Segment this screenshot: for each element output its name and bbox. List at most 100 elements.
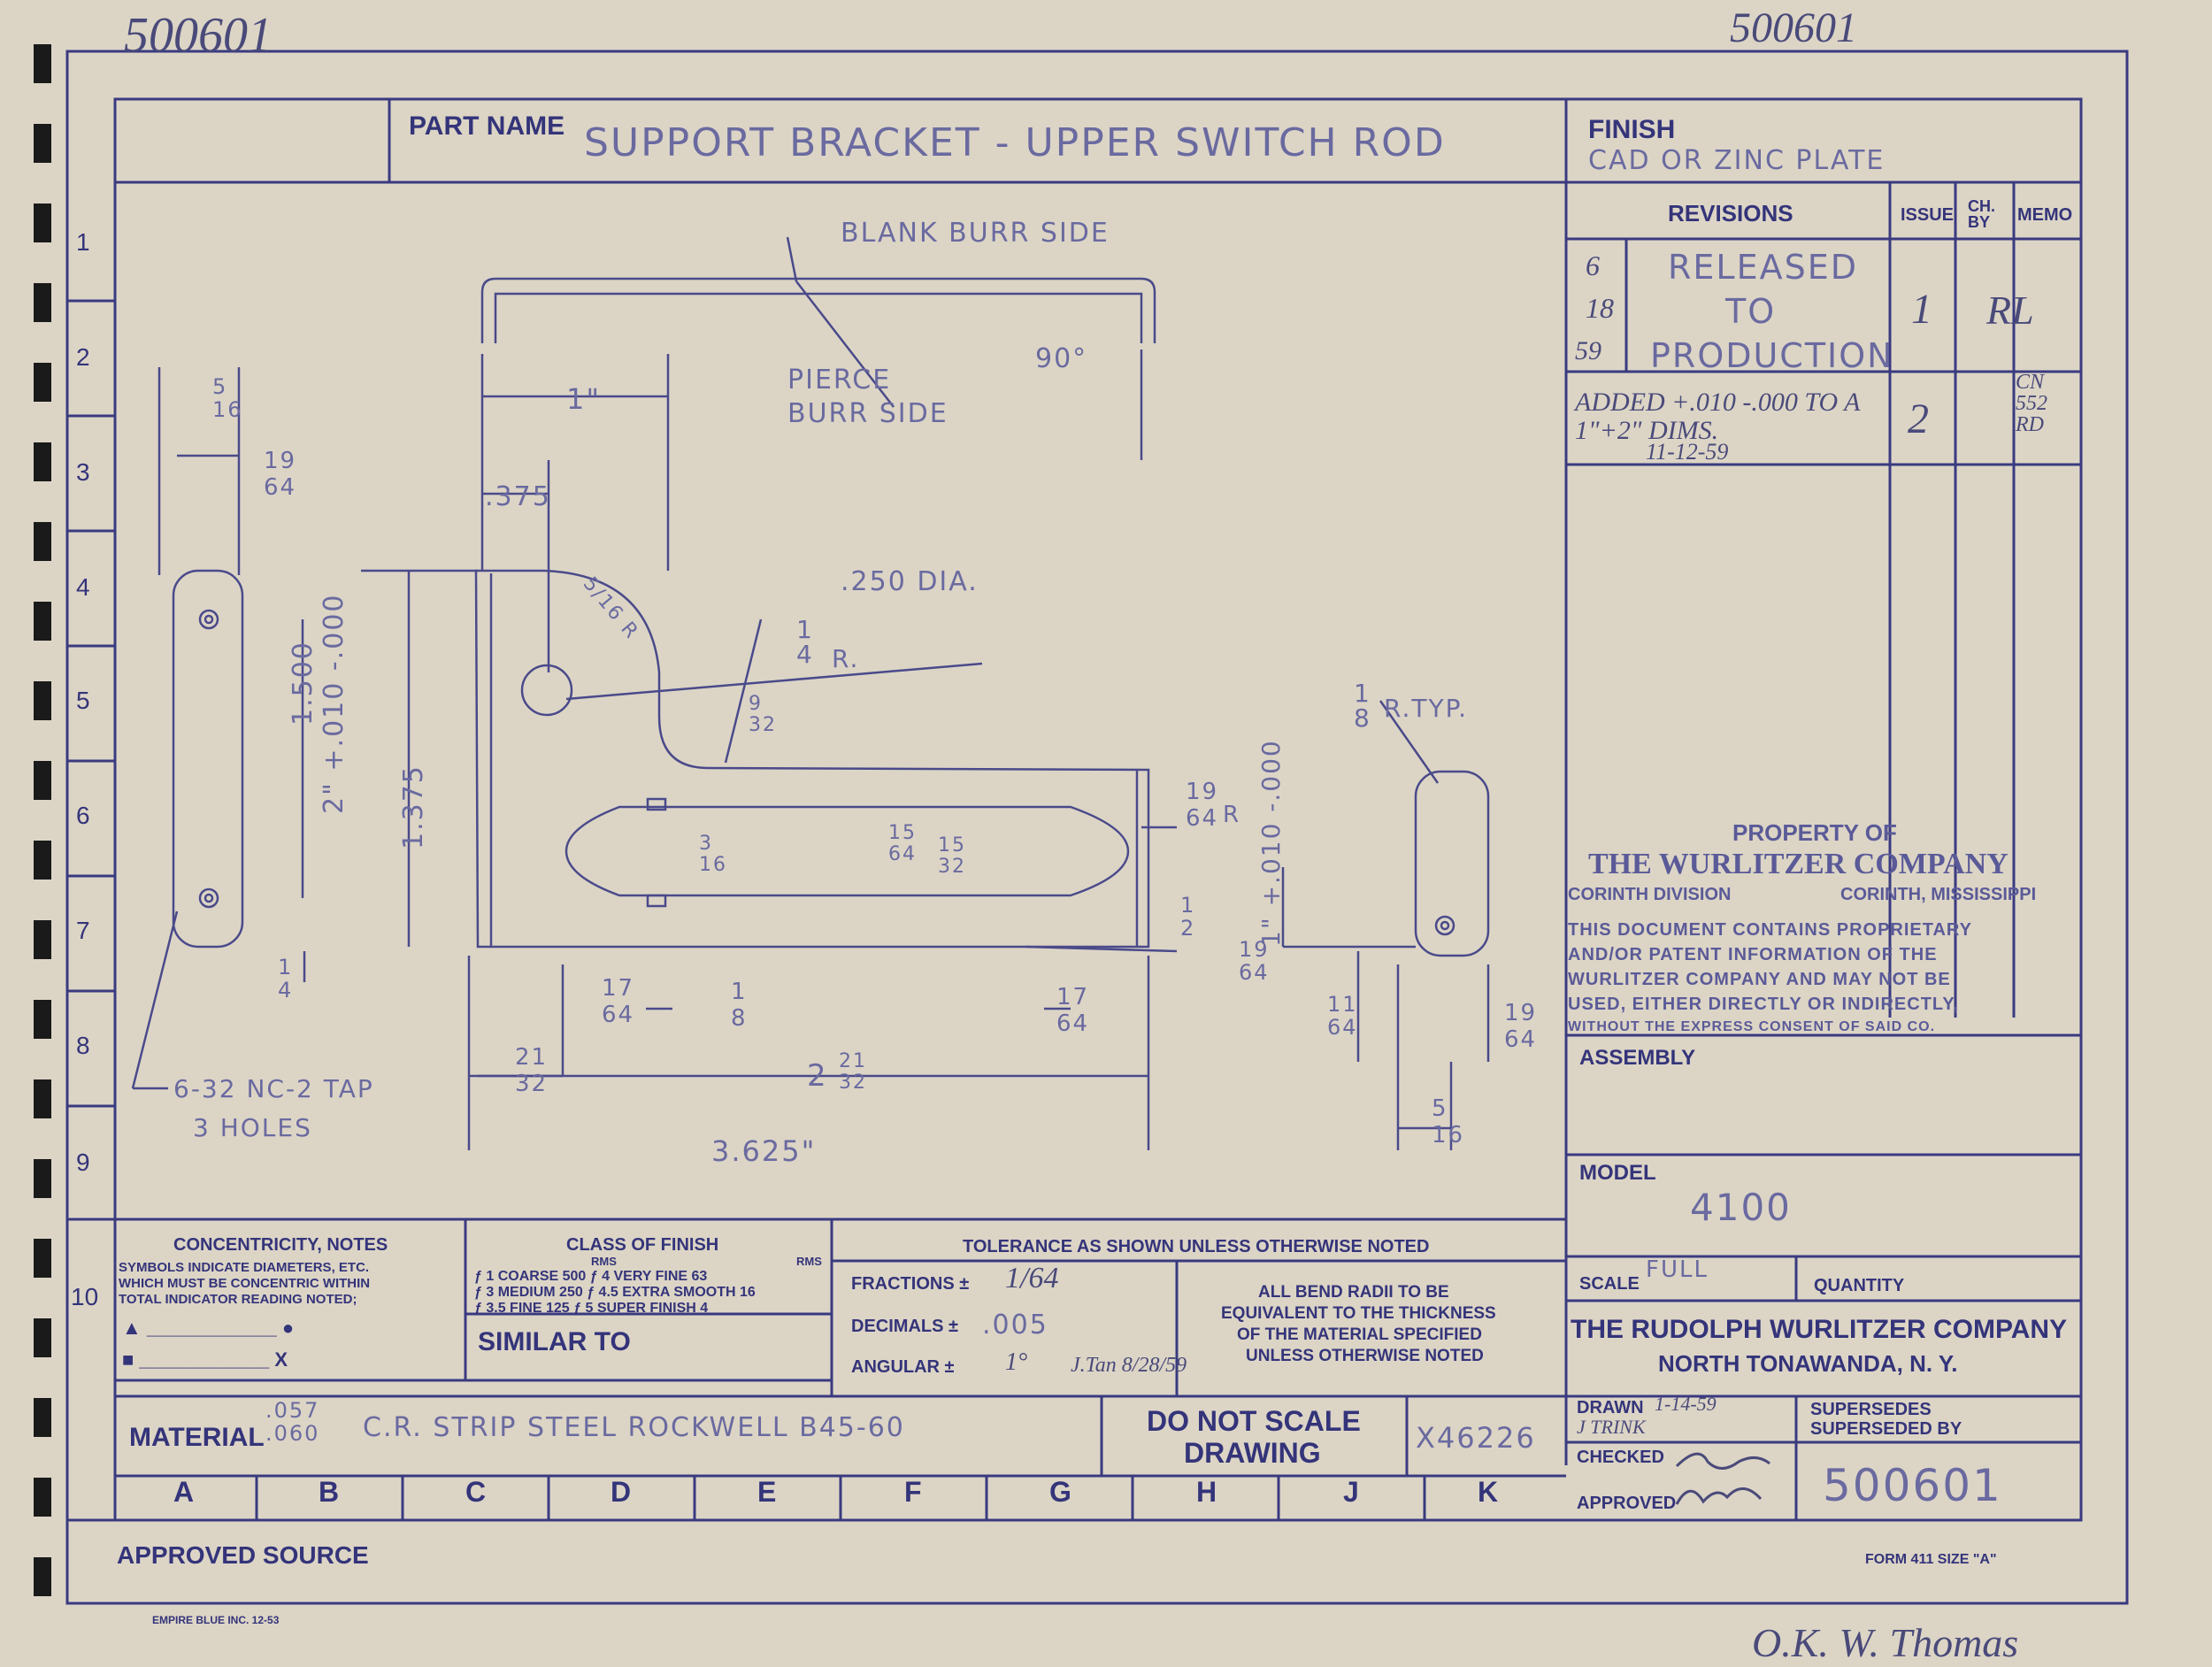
- do-not-scale: DO NOT SCALE: [1147, 1405, 1361, 1437]
- property-location: CORINTH, MISSISSIPPI: [1840, 885, 2037, 904]
- grid-row-label: 3: [76, 458, 90, 486]
- pierce-burr-label: PIERCE: [787, 365, 892, 396]
- rev2-text: ADDED +.010 -.000 TO A: [1575, 388, 1861, 417]
- rev1-text: PRODUCTION: [1650, 336, 1894, 375]
- binding-hole: [34, 522, 51, 561]
- tap-note: 3 HOLES: [193, 1113, 312, 1142]
- angular-note: J.Tan 8/28/59: [1071, 1354, 1187, 1377]
- scale-label: SCALE: [1579, 1274, 1640, 1294]
- rev1-issue: 1: [1911, 286, 1932, 333]
- binding-hole: [34, 1398, 51, 1437]
- binding-hole: [34, 124, 51, 163]
- grid-row-label: 4: [76, 573, 90, 601]
- grid-row-label: 6: [76, 802, 90, 829]
- part-name-value: SUPPORT BRACKET - UPPER SWITCH ROD: [584, 120, 1446, 165]
- drawing-number-left: 500601: [124, 8, 273, 63]
- angular-value: 1°: [1005, 1348, 1028, 1376]
- binding-hole: [34, 283, 51, 322]
- triangle-icon: ▲ ____________ ●: [122, 1317, 295, 1339]
- material-thickness: .057: [265, 1398, 320, 1423]
- ch-by-header: CH. BY: [1968, 197, 1995, 231]
- finish-row: ƒ 3 MEDIUM 250 ƒ 4.5 EXTRA SMOOTH 16: [474, 1285, 756, 1300]
- finish-row: ƒ 1 COARSE 500 ƒ 4 VERY FINE 63: [474, 1269, 708, 1284]
- bend-note: OF THE MATERIAL SPECIFIED: [1237, 1325, 1482, 1344]
- memo-header: MEMO: [2017, 205, 2073, 225]
- property-division: CORINTH DIVISION: [1568, 885, 1732, 904]
- ok-signature: O.K. W. Thomas: [1752, 1620, 2019, 1665]
- grid-column-label: D: [611, 1476, 632, 1508]
- angle-90-label: 90°: [1035, 343, 1088, 374]
- grid-row-label: 9: [76, 1148, 90, 1176]
- square-icon: ■ ____________ X: [122, 1348, 288, 1371]
- dim-2-21-32: 2: [807, 1058, 828, 1094]
- property-company: THE WURLITZER COMPANY: [1588, 848, 2008, 880]
- rev1-date-day: 18: [1586, 292, 1614, 324]
- binding-hole: [34, 1000, 51, 1039]
- concentricity-text: TOTAL INDICATOR READING NOTED;: [119, 1292, 357, 1307]
- grid-column-label: K: [1478, 1476, 1499, 1508]
- form-label: FORM 411 SIZE "A": [1865, 1552, 1997, 1567]
- model-value: 4100: [1690, 1186, 1792, 1229]
- rev2-memo: CN 552 RD: [2016, 371, 2047, 436]
- supersedes-label: SUPERSEDES: [1810, 1400, 1932, 1419]
- bend-note: EQUIVALENT TO THE THICKNESS: [1221, 1304, 1496, 1323]
- grid-row-label: 1: [76, 228, 90, 256]
- grid-column-label: F: [904, 1476, 922, 1508]
- grid-column-label: H: [1196, 1476, 1217, 1508]
- binding-hole: [34, 1318, 51, 1357]
- finish-row: ƒ 3.5 FINE 125 ƒ 5 SUPER FINISH 4: [474, 1301, 709, 1316]
- scale-value: FULL: [1646, 1256, 1709, 1283]
- printer-label: EMPIRE BLUE INC. 12-53: [152, 1614, 280, 1626]
- dim-1-inch: 1" +.010 -.000: [1256, 739, 1286, 947]
- property-notice: WURLITZER COMPANY AND MAY NOT BE: [1568, 970, 1951, 989]
- issue-header: ISSUE: [1901, 205, 1955, 225]
- dim-19-64-r-label: R: [1223, 802, 1241, 828]
- tap-note: 6-32 NC-2 TAP: [173, 1074, 374, 1103]
- grid-row-label: 7: [76, 917, 90, 944]
- concentricity-text: SYMBOLS INDICATE DIAMETERS, ETC.: [119, 1260, 370, 1275]
- material-label: MATERIAL: [129, 1423, 265, 1452]
- binding-hole: [34, 1557, 51, 1596]
- grid-column-label: G: [1049, 1476, 1071, 1508]
- checked-label: CHECKED: [1577, 1448, 1664, 1467]
- rms-label: RMS: [796, 1255, 822, 1268]
- finish-value: CAD OR ZINC PLATE: [1588, 145, 1886, 176]
- fractions-value: 1/64: [1005, 1262, 1059, 1294]
- company-city: NORTH TONAWANDA, N. Y.: [1658, 1350, 1958, 1377]
- binding-hole: [34, 602, 51, 641]
- rev1-text: RELEASED: [1668, 248, 1858, 287]
- approved-source-label: APPROVED SOURCE: [117, 1541, 369, 1569]
- binding-hole: [34, 761, 51, 800]
- tolerance-title: TOLERANCE AS SHOWN UNLESS OTHERWISE NOTE…: [963, 1237, 1430, 1256]
- concentricity-text: WHICH MUST BE CONCENTRIC WITHIN: [119, 1276, 371, 1291]
- finish-label: FINISH: [1588, 115, 1676, 144]
- pierce-burr-label: BURR SIDE: [787, 398, 949, 429]
- revisions-header: REVISIONS: [1668, 200, 1793, 227]
- binding-hole: [34, 44, 51, 83]
- binding-hole: [34, 1079, 51, 1118]
- grid-column-label: B: [319, 1476, 340, 1508]
- grid-row-label: 2: [76, 343, 90, 371]
- superseded-by-label: SUPERSEDED BY: [1810, 1419, 1962, 1439]
- drawn-label: DRAWN: [1577, 1398, 1644, 1417]
- rev2-issue: 2: [1908, 396, 1929, 442]
- binding-hole: [34, 841, 51, 880]
- binding-hole: [34, 920, 51, 959]
- dim-one-inch: 1": [566, 382, 602, 416]
- bend-note: ALL BEND RADII TO BE: [1258, 1283, 1449, 1302]
- concentricity-title: CONCENTRICITY, NOTES: [173, 1235, 388, 1255]
- grid-column-label: E: [757, 1476, 777, 1508]
- superseded-number: 500601: [1823, 1460, 2002, 1511]
- rev1-text: TO: [1725, 292, 1777, 331]
- rms-label: RMS: [591, 1255, 617, 1268]
